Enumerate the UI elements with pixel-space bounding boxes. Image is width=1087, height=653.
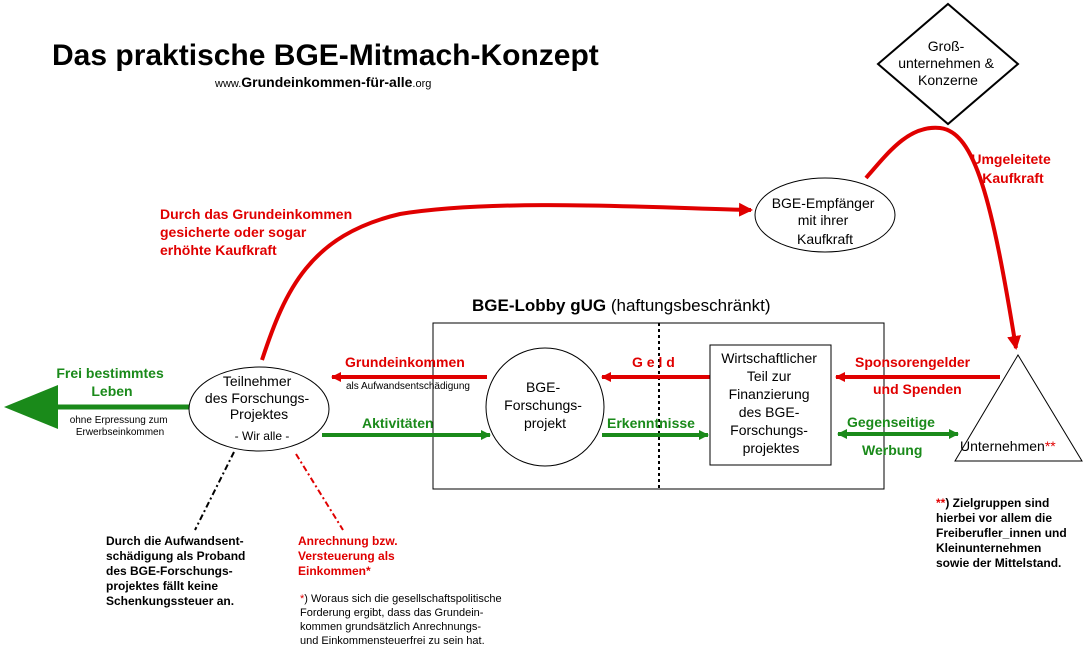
frei-leben-label: Frei bestimmtes Leben: [56, 365, 167, 399]
schenkungssteuer-note: Durch die Aufwandsent- schädigung als Pr…: [106, 534, 249, 608]
spenden-label: und Spenden: [873, 381, 962, 397]
kaufkraft-label: Durch das Grundeinkommen gesicherte oder…: [160, 206, 356, 258]
forschungsprojekt-label: BGE- Forschungs- projekt: [504, 379, 586, 431]
umgeleitete-kaufkraft-arrow: [864, 125, 1021, 350]
left-note-connector: [194, 451, 235, 531]
zielgruppen-note: **) Zielgruppen sind hierbei vor allem d…: [936, 496, 1070, 570]
versteuerung-note: Anrechnung bzw. Versteuerung als Einkomm…: [298, 534, 401, 578]
bge-empfaenger-label: BGE-Empfänger mit ihrer Kaufkraft: [772, 195, 879, 247]
kaufkraft-arrow: [260, 202, 753, 361]
bge-empfaenger-node: [754, 177, 896, 253]
wirtschaftlicher-teil-label: Wirtschaftlicher Teil zur Finanzierung d…: [721, 350, 821, 456]
forschungsprojekt-node: [485, 347, 605, 467]
geld-label: G e l d: [632, 354, 675, 370]
wirtschaftlicher-teil-box: [709, 344, 832, 466]
frei-leben-arrow-head: [4, 385, 58, 429]
grundeinkommen-label: Grundeinkommen: [345, 354, 465, 370]
erkenntnisse-label: Erkenntnisse: [607, 415, 695, 431]
page-title: Das praktische BGE-Mitmach-Konzept: [52, 39, 599, 72]
aufwand-label: als Aufwandsentschädigung: [346, 381, 470, 392]
konzerne-label: Groß- unternehmen & Konzerne: [898, 38, 998, 88]
frei-leben-sublabel: ohne Erpressung zum Erwerbseinkommen: [70, 415, 171, 438]
teilnehmer-wir-alle: - Wir alle -: [235, 429, 290, 443]
sponsorengelder-label: Sponsorengelder: [855, 354, 971, 370]
teilnehmer-label: Teilnehmer des Forschungs- Projektes: [205, 373, 313, 422]
teilnehmer-node: [188, 366, 330, 452]
website-url: www.Grundeinkommen-für-alle.org: [214, 74, 431, 90]
umgeleitete-kaufkraft-label: Umgeleitete Kaufkraft: [971, 151, 1054, 186]
aktivitaeten-label: Aktivitäten: [362, 415, 434, 431]
footnote: *) Woraus sich die gesellschaftspolitisc…: [300, 593, 505, 647]
werbung-label: Werbung: [862, 442, 922, 458]
unternehmen-label: Unternehmen**: [960, 438, 1056, 454]
mid-note-connector: [295, 453, 344, 531]
konzerne-diamond: [876, 2, 1020, 126]
unternehmen-triangle: [954, 354, 1083, 462]
lobby-title: BGE-Lobby gUG (haftungsbeschränkt): [472, 296, 771, 315]
gegenseitige-label: Gegenseitige: [847, 414, 935, 430]
